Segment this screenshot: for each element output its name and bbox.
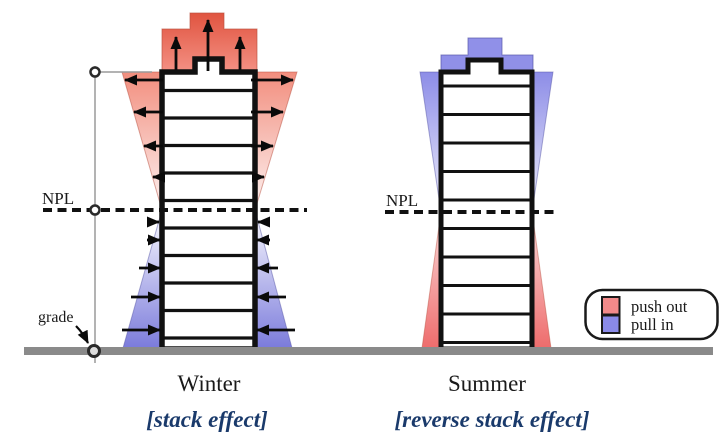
npl-summer: NPL	[385, 191, 558, 214]
grade-annotation: grade	[38, 309, 89, 344]
winter-push-out-arrows	[124, 74, 294, 183]
grade-label: grade	[38, 309, 74, 326]
winter-building-outline	[159, 56, 258, 352]
winter-floor-lines	[164, 88, 253, 340]
winter-roof-arrows	[170, 19, 246, 71]
npl-winter: NPL	[42, 189, 307, 212]
height-reference	[89, 66, 101, 363]
roofline-marker	[89, 66, 101, 78]
summer-pull-in-wedge-left	[419, 71, 442, 213]
npl-marker	[89, 204, 101, 216]
npl-summer-label: NPL	[386, 191, 418, 210]
summer-floor-lines	[443, 84, 530, 344]
grade-marker	[87, 344, 101, 358]
winter-title: Winter	[178, 371, 241, 396]
summer-title: Summer	[448, 371, 526, 396]
winter-building	[100, 12, 298, 352]
winter-push-out-wedge-right	[254, 71, 298, 211]
npl-winter-label: NPL	[42, 189, 74, 208]
winter-pull-in-wedge-left	[122, 209, 163, 349]
summer-push-out-wedge-left	[421, 211, 442, 349]
legend: push out pull in	[584, 288, 719, 341]
summer-push-out-wedge-right	[531, 211, 552, 349]
winter-pull-in-arrows	[122, 216, 295, 336]
summer-building	[419, 37, 554, 352]
winter-roof-pressure-shape	[161, 12, 258, 73]
summer-building-outline	[438, 57, 535, 352]
summer-pull-in-wedge-right	[531, 71, 554, 213]
winter-pull-in-wedge-right	[254, 209, 293, 349]
grade-arrow	[75, 325, 89, 344]
legend-swatch-pull-in	[601, 314, 621, 334]
legend-label-pull-in: pull in	[631, 315, 674, 334]
winter-push-out-wedge-left	[121, 71, 163, 211]
winter-caption: [stack effect]	[146, 407, 268, 432]
summer-caption: [reverse stack effect]	[395, 407, 590, 432]
legend-label-push-out: push out	[631, 297, 688, 316]
summer-roof-pressure-shape	[440, 37, 534, 73]
ground-line	[24, 347, 713, 355]
legend-swatch-push-out	[601, 296, 621, 316]
